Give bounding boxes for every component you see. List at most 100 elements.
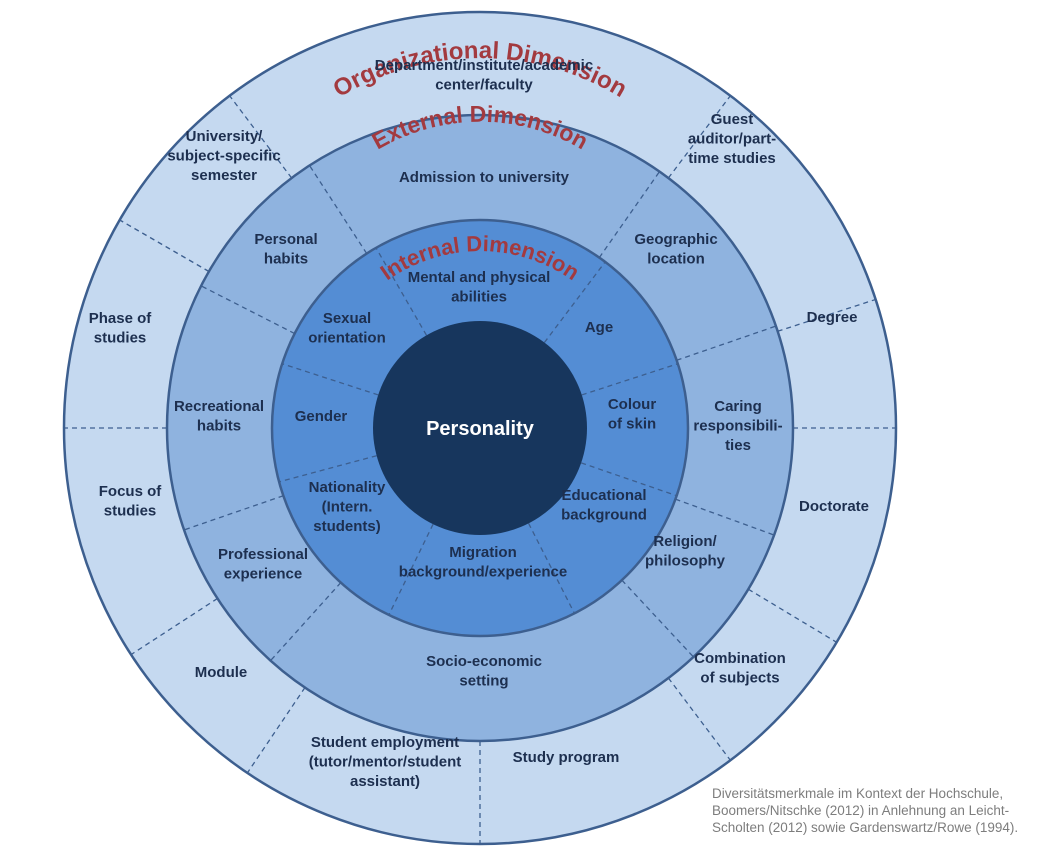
organizational-segment-label: Guest auditor/part-time studies (688, 111, 776, 167)
segment-divider (281, 363, 379, 396)
organizational-segment-label: University/subject-specific semester (167, 128, 280, 184)
segment-label-line: Colour (608, 396, 656, 413)
segment-label-line: location (647, 251, 705, 268)
segment-divider (130, 597, 218, 656)
internal-segment-label: Mental and physical abilities (408, 269, 551, 306)
segment-label-line: background/experience (399, 564, 567, 581)
segment-label-line: studies (94, 330, 147, 347)
segment-label-line: setting (459, 673, 508, 690)
segment-label-line: of subjects (700, 670, 779, 687)
segment-label-line: Student employment (311, 734, 459, 751)
segment-label-line: Socio-economic (426, 653, 542, 670)
segment-label-line: Professional (218, 546, 308, 563)
organizational-segment-label: Module (195, 664, 248, 681)
internal-segment-label: Sexual orientation (308, 310, 386, 347)
segment-label-line: Geographic (634, 231, 717, 248)
segment-divider (747, 588, 837, 643)
segment-divider (777, 298, 876, 332)
segment-label-line: ties (725, 437, 751, 454)
segment-label-line: Department/institute/academic (375, 57, 593, 74)
segment-label-line: Combination (694, 650, 786, 667)
organizational-segment-label: Focus of studies (99, 483, 163, 520)
internal-segment-label: Nationality (Intern. students) (309, 479, 386, 535)
segment-label-line: philosophy (645, 553, 726, 570)
segment-label-line: Degree (807, 309, 858, 326)
external-segment-label: Geographic location (634, 231, 717, 268)
segment-label-line: Focus of (99, 483, 163, 500)
segment-label-line: Educational (561, 487, 646, 504)
segment-dividers (64, 95, 896, 844)
segment-label-line: responsibili- (693, 418, 782, 435)
internal-segment-label: Age (585, 319, 613, 336)
segment-divider (119, 219, 210, 273)
external-segment-label: Socio-economic setting (426, 653, 542, 690)
segment-divider (580, 462, 677, 497)
external-segment-label: Religion/philosophy (645, 533, 726, 570)
segment-label-line: Gender (295, 408, 348, 425)
segment-label-line: Guest (711, 111, 754, 128)
segment-label-line: assistant) (350, 773, 420, 790)
segment-label-line: orientation (308, 330, 386, 347)
segment-divider (246, 687, 306, 774)
segment-divider (278, 455, 377, 483)
personality-label: Personality (426, 418, 535, 440)
segment-divider (527, 523, 576, 614)
segment-label-line: Recreational (174, 398, 264, 415)
segment-label-line: studies (104, 503, 157, 520)
segment-label-line: Religion/ (653, 533, 717, 550)
internal-segment-label: Migration background/experience (399, 544, 567, 581)
segment-label-line: center/faculty (435, 77, 533, 94)
external-segment-label: Professional experience (218, 546, 308, 583)
organizational-segment-label: Department/institute/academic center/facu… (375, 57, 593, 94)
segment-divider (229, 95, 293, 179)
segment-divider (543, 261, 606, 343)
external-segment-label: Caring responsibili-ties (693, 398, 782, 454)
internal-segment-label: Gender (295, 408, 348, 425)
segment-label-line: Module (195, 664, 248, 681)
segment-label-line: habits (197, 418, 241, 435)
organizational-segment-label: Student employment (tutor/mentor/student a… (309, 734, 461, 790)
segment-label-line: Mental and physical (408, 269, 551, 286)
segment-label-line: Nationality (309, 479, 386, 496)
segment-label-line: of skin (608, 416, 656, 433)
segment-label-line: time studies (688, 150, 776, 167)
segment-divider (667, 95, 731, 179)
internal-segment-label: Colour of skin (608, 396, 656, 433)
segment-divider (667, 677, 731, 761)
segment-divider (581, 363, 679, 396)
segment-label-line: Phase of (89, 310, 153, 327)
segment-label-line: habits (264, 251, 308, 268)
external-segment-label: Personal habits (254, 231, 317, 268)
organizational-segment-label: Phase of studies (89, 310, 153, 347)
segment-label-line: Sexual (323, 310, 371, 327)
segment-label-line: subject-specific (167, 148, 280, 165)
segment-label-line: experience (224, 566, 302, 583)
segment-label-line: (tutor/mentor/student (309, 754, 461, 771)
segment-label-line: semester (191, 167, 257, 184)
segment-label-line: Doctorate (799, 498, 869, 515)
personality-core (373, 321, 587, 535)
external-segment-label: Recreational habits (174, 398, 264, 435)
segment-label-line: abilities (451, 289, 507, 306)
segment-label-line: students) (313, 518, 381, 535)
segment-label-line: auditor/part- (688, 131, 776, 148)
segment-label-line: Age (585, 319, 613, 336)
segment-label-line: University/ (186, 128, 264, 145)
external-segment-label: Admission to university (399, 169, 570, 186)
source-caption: Diversitätsmerkmale im Kontext der Hochs… (712, 786, 1019, 835)
organizational-segment-label: Combination of subjects (694, 650, 786, 687)
segment-label-line: (Intern. (322, 499, 373, 516)
segment-divider (388, 523, 434, 616)
segment-labels: Department/institute/academic center/facu… (89, 57, 869, 790)
segment-label-line: Personal (254, 231, 317, 248)
segment-divider (375, 247, 428, 336)
organizational-segment-label: Doctorate (799, 498, 869, 515)
organizational-segment-label: Study program (513, 749, 620, 766)
segment-label-line: Admission to university (399, 169, 570, 186)
organizational-segment-label: Degree (807, 309, 858, 326)
segment-label-line: Migration (449, 544, 517, 561)
segment-label-line: Caring (714, 398, 762, 415)
segment-label-line: background (561, 507, 647, 524)
segment-label-line: Study program (513, 749, 620, 766)
